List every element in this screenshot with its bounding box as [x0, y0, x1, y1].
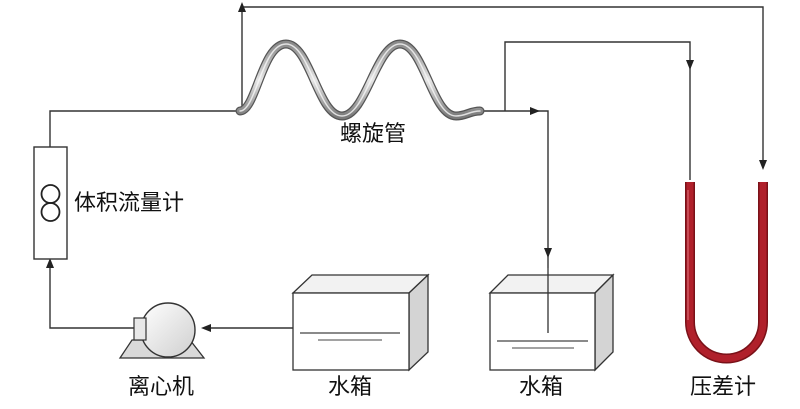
flowmeter: [33, 146, 68, 260]
pipe-top-branch: [241, 6, 764, 160]
pipe-branch-manometer-left: [504, 41, 691, 180]
arrow-down-manometer-right: [759, 160, 767, 170]
label-tank-right: 水箱: [519, 375, 564, 400]
u-tube-manometer: [685, 182, 768, 364]
arrow-up-top-branch: [238, 2, 246, 12]
label-flowmeter: 体积流量计: [74, 191, 185, 216]
pipe-coil-outlet: [470, 110, 549, 268]
arrow-up-to-flowmeter: [46, 258, 54, 268]
flowmeter-symbol: [40, 184, 61, 222]
pipe-flowmeter-to-coil: [49, 110, 242, 147]
water-tank-right: [488, 268, 615, 372]
label-centrifuge: 离心机: [128, 375, 195, 400]
pipe-pump-to-flowmeter: [49, 268, 140, 329]
centrifugal-pump: [118, 302, 206, 359]
arrow-down-to-tank: [544, 248, 552, 258]
label-tank-left: 水箱: [328, 375, 373, 400]
helical-coil: [235, 39, 485, 121]
label-manometer: 压差计: [690, 375, 757, 400]
water-tank-left: [291, 273, 430, 372]
arrow-left-to-pump: [201, 324, 211, 332]
arrow-down-manometer-left: [686, 60, 694, 70]
label-coil: 螺旋管: [340, 122, 407, 147]
arrow-right-outlet: [530, 107, 540, 115]
